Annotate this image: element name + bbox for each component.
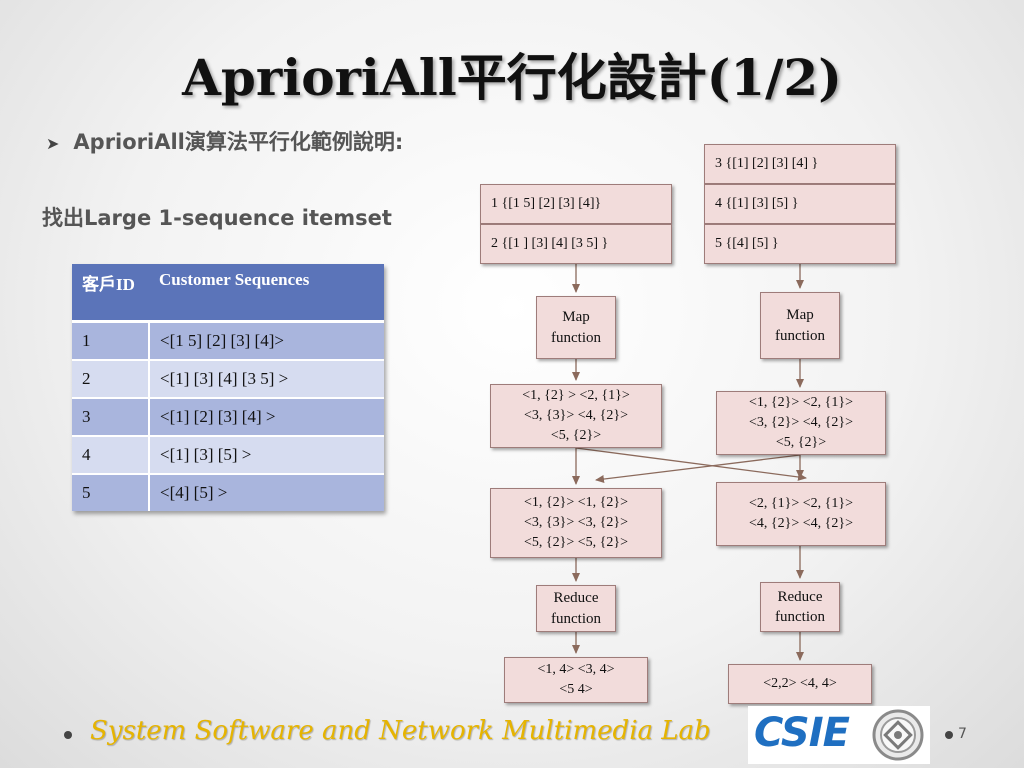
column-header-sequences: Customer Sequences	[149, 264, 384, 323]
result-line: <2,2> <4, 4>	[763, 675, 837, 691]
reduce-label-line1: Reduce	[553, 590, 599, 607]
reduce-label-line2: function	[551, 610, 601, 627]
reduce-function-left: Reduce function	[536, 585, 616, 632]
kv-line: <1, {2}> <2, {1}>	[749, 394, 853, 410]
slide-title: AprioriAll平行化設計(1/2)	[182, 48, 842, 107]
map-label-line2: function	[775, 327, 825, 344]
cell-id: 3	[72, 397, 150, 436]
kv-line: <1, {2}> <1, {2}>	[524, 494, 628, 510]
csie-logo: CSIE	[748, 706, 930, 764]
cell-sequence: <[1] [2] [3] [4] >	[149, 397, 384, 436]
map-label-line1: Map	[562, 309, 590, 326]
customer-sequence-table: 客戶ID Customer Sequences 1 <[1 5] [2] [3]…	[72, 264, 384, 511]
cell-id: 4	[72, 435, 150, 474]
reduce-function-right: Reduce function	[760, 582, 840, 632]
bullet-text: AprioriAll演算法平行化範例說明:	[73, 130, 404, 154]
kv-line: <3, {3}> <3, {2}>	[524, 514, 628, 530]
map-function-left: Map function	[536, 296, 616, 359]
input-text: 2 {[1 ] [3] [4] [3 5] }	[491, 235, 609, 251]
map-function-right: Map function	[760, 292, 840, 359]
input-box-customer-1: 1 {[1 5] [2] [3] [4]}	[480, 184, 672, 224]
input-text: 1 {[1 5] [2] [3] [4]}	[491, 195, 602, 211]
kv-line: <5, {2}>	[550, 428, 602, 444]
lab-name: System Software and Network Multimedia L…	[90, 716, 711, 746]
bullet-item: ➤ AprioriAll演算法平行化範例說明:	[46, 126, 403, 156]
result-right: <2,2> <4, 4>	[728, 664, 872, 704]
map-label-line2: function	[551, 329, 601, 346]
footer-bullet-icon	[64, 731, 72, 739]
cell-id: 5	[72, 473, 150, 511]
page-number: 7	[958, 726, 967, 742]
kv-line: <4, {2}> <4, {2}>	[749, 516, 853, 531]
input-text: 3 {[1] [2] [3] [4] }	[715, 155, 819, 171]
table-header-row: 客戶ID Customer Sequences	[72, 264, 384, 323]
map-output-left: <1, {2} > <2, {1}> <3, {3}> <4, {2}> <5,…	[490, 384, 662, 448]
university-seal-icon	[872, 709, 924, 761]
kv-line: <2, {1}> <2, {1}>	[749, 495, 853, 511]
input-box-customer-3: 3 {[1] [2] [3] [4] }	[704, 144, 896, 184]
reduce-label-line1: Reduce	[777, 588, 823, 605]
cell-id: 1	[72, 320, 150, 360]
map-output-right: <1, {2}> <2, {1}> <3, {2}> <4, {2}> <5, …	[716, 391, 886, 455]
shuffle-group-left: <1, {2}> <1, {2}> <3, {3}> <3, {2}> <5, …	[490, 488, 662, 558]
input-box-customer-4: 4 {[1] [3] [5] }	[704, 184, 896, 224]
table-row: 1 <[1 5] [2] [3] [4]>	[72, 320, 384, 360]
cell-id: 2	[72, 359, 150, 398]
kv-line: <5, {2}>	[775, 435, 827, 451]
input-box-customer-2: 2 {[1 ] [3] [4] [3 5] }	[480, 224, 672, 264]
cell-sequence: <[4] [5] >	[149, 473, 384, 511]
arrow-cross-right-to-left	[595, 454, 801, 483]
input-box-customer-5: 5 {[4] [5] }	[704, 224, 896, 264]
input-text: 4 {[1] [3] [5] }	[715, 195, 799, 211]
arrow-cross-left-to-right	[575, 447, 807, 481]
shuffle-group-right: <2, {1}> <2, {1}> <4, {2}> <4, {2}>	[716, 482, 886, 546]
table-row: 3 <[1] [2] [3] [4] >	[72, 397, 384, 436]
cell-sequence: <[1 5] [2] [3] [4]>	[149, 320, 384, 360]
section-subheading: 找出Large 1-sequence itemset	[42, 206, 392, 230]
map-label-line1: Map	[786, 307, 814, 324]
page-bullet-icon	[945, 731, 953, 739]
kv-line: <3, {2}> <4, {2}>	[749, 414, 853, 430]
column-header-id: 客戶ID	[72, 264, 149, 323]
cell-sequence: <[1] [3] [4] [3 5] >	[149, 359, 384, 398]
table-row: 4 <[1] [3] [5] >	[72, 435, 384, 474]
reduce-label-line2: function	[775, 609, 825, 625]
kv-line: <3, {3}> <4, {2}>	[524, 407, 628, 423]
result-left: <1, 4> <3, 4> <5 4>	[504, 657, 648, 703]
kv-line: <1, {2} > <2, {1}>	[522, 387, 630, 403]
kv-line: <5, {2}> <5, {2}>	[524, 535, 628, 551]
logo-text: CSIE	[754, 710, 850, 756]
table-row: 5 <[4] [5] >	[72, 473, 384, 511]
result-line: <5 4>	[559, 682, 593, 697]
cell-sequence: <[1] [3] [5] >	[149, 435, 384, 474]
bullet-arrow-icon: ➤	[46, 134, 60, 153]
input-text: 5 {[4] [5] }	[715, 235, 779, 251]
table-row: 2 <[1] [3] [4] [3 5] >	[72, 359, 384, 398]
result-line: <1, 4> <3, 4>	[537, 661, 615, 677]
